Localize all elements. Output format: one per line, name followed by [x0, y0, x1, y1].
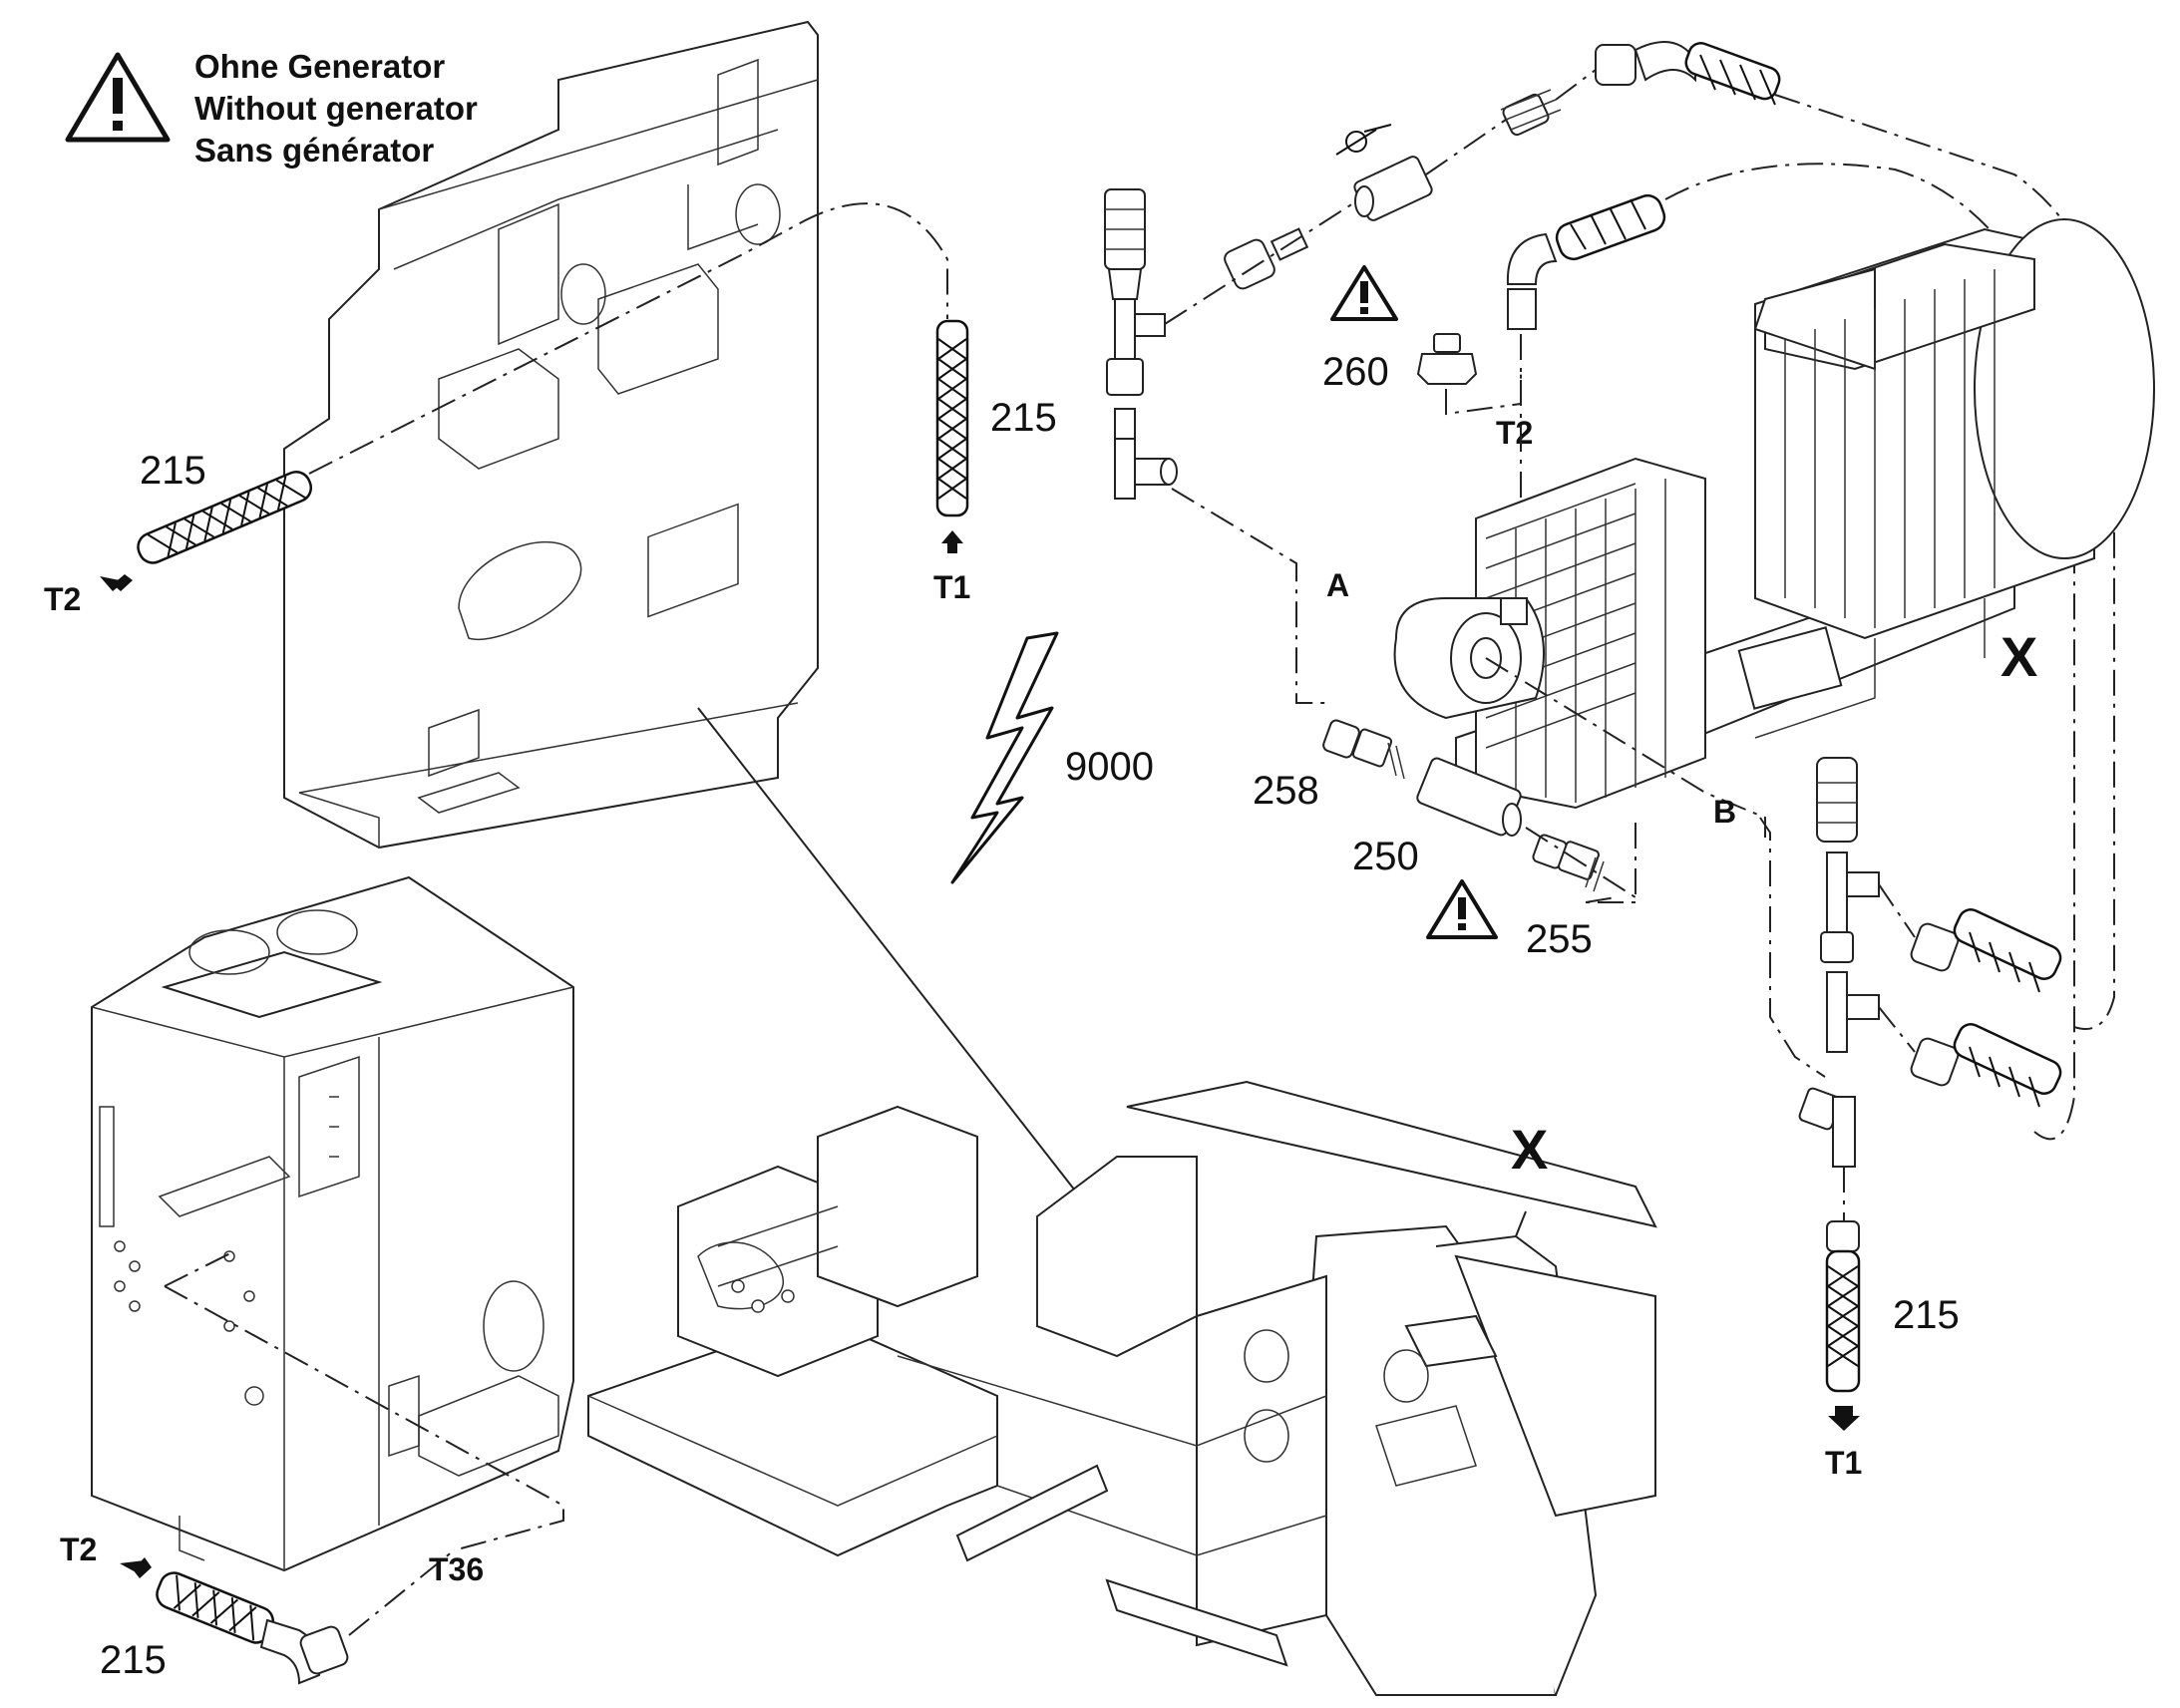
route-line-255	[1525, 827, 1636, 898]
fitting-255	[1532, 834, 1605, 892]
part-255-label: 255	[1526, 917, 1593, 961]
hose-215-top-left	[100, 471, 313, 591]
conn-t2-left-label: T2	[44, 581, 81, 617]
route-line-port-a	[1171, 488, 1331, 704]
arrow-down-icon	[100, 574, 133, 591]
route-line-motor-return	[1664, 163, 2075, 1141]
conn-t1-right-label: T1	[1825, 1445, 1862, 1481]
port-b-label: B	[1713, 794, 1736, 830]
fitting-stack-right	[1798, 757, 2062, 1168]
lightning-icon	[950, 631, 1059, 884]
conn-t1-mid-label: T1	[933, 569, 970, 605]
plug-260	[1416, 333, 1478, 385]
warning-triangle-icon	[1426, 879, 1498, 939]
conn-t2-bottom-label: T2	[60, 1532, 97, 1567]
conn-t36-label: T36	[429, 1551, 484, 1587]
part-260-label: 260	[1322, 350, 1389, 394]
warning-line-1: Ohne Generator	[194, 48, 445, 85]
hose-215-top-mid	[935, 319, 969, 553]
hose-215-bottom-left-label: 215	[100, 1638, 167, 1682]
check-valve-icon	[1335, 124, 1392, 156]
fitting-chain-top	[1104, 41, 1781, 500]
marker-x-motor: X	[2000, 625, 2037, 688]
part-258-label: 258	[1253, 769, 1319, 813]
hose-215-top-left-label: 215	[140, 449, 206, 493]
motor-pump-assembly	[1393, 218, 2155, 810]
fitting-258	[1322, 719, 1405, 780]
warning-triangle-icon	[1330, 265, 1398, 321]
motor-return-hose	[1506, 193, 1666, 330]
ref-9000-label: 9000	[1065, 745, 1154, 789]
warning-line-3: Sans générator	[194, 132, 434, 169]
warning-line-2: Without generator	[194, 90, 478, 127]
port-a-label: A	[1326, 567, 1349, 603]
hose-215-bottom-left	[120, 1557, 349, 1685]
route-line-fittings	[1164, 69, 1597, 325]
main-frame	[587, 1080, 1657, 1696]
part-250-label: 250	[1352, 835, 1419, 878]
route-line-right-fittings	[1878, 883, 1916, 1053]
leader-line-panel	[697, 707, 1108, 1232]
hose-215-right	[1825, 1220, 1861, 1431]
warning-triangle-icon	[65, 52, 171, 143]
mounting-panel	[283, 20, 819, 850]
conn-t2-motor-label: T2	[1496, 415, 1533, 451]
route-line-cabinet	[164, 1250, 564, 1636]
arrow-up-icon	[941, 530, 963, 553]
route-line-top-left	[308, 202, 948, 475]
arrow-down-icon	[120, 1557, 152, 1578]
route-line-outer	[1774, 94, 2115, 1030]
hydraulic-cabinet	[91, 875, 574, 1572]
marker-x-frame: X	[1511, 1118, 1548, 1181]
arrow-down-icon	[1828, 1406, 1860, 1431]
hose-215-right-label: 215	[1893, 1293, 1960, 1337]
warning-note: Ohne Generator Without generator Sans gé…	[65, 48, 478, 169]
hose-215-top-mid-label: 215	[990, 396, 1057, 440]
route-line-port-b	[1485, 657, 1826, 1078]
adapter-250	[1416, 757, 1522, 837]
